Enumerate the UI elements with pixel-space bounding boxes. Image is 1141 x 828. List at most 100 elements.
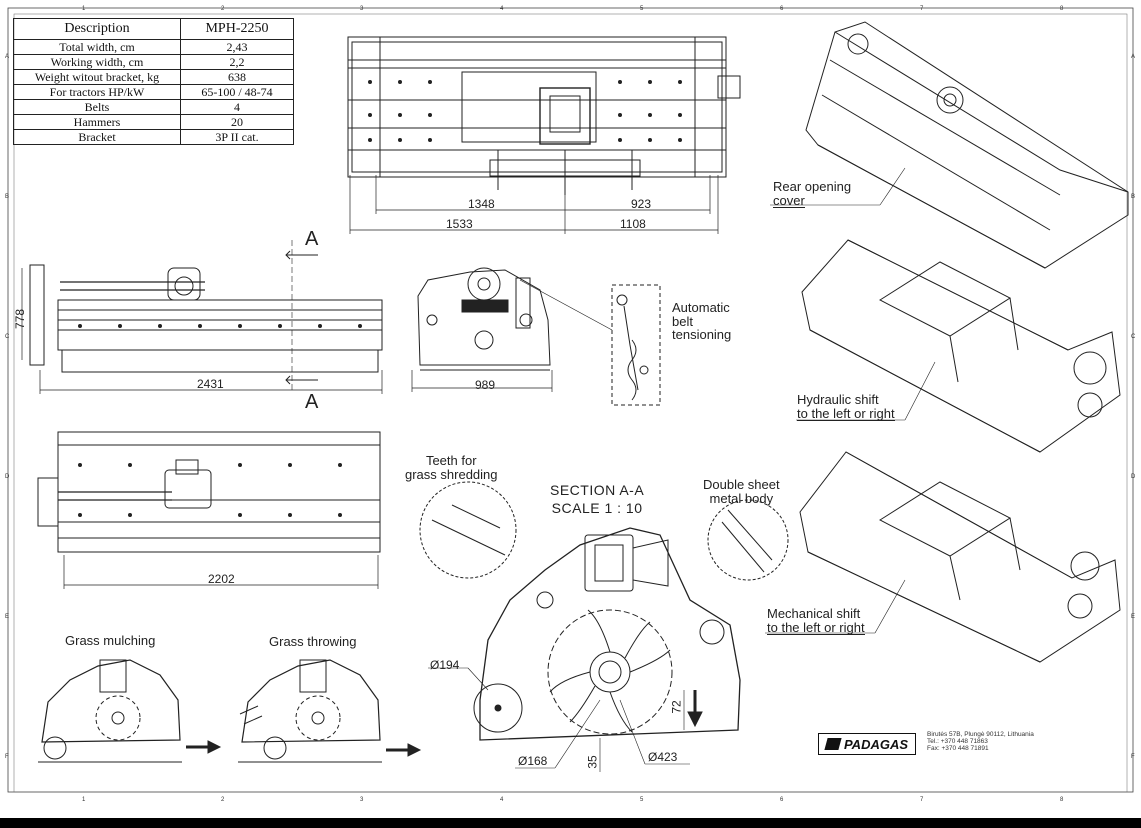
dim-diameter-423: Ø423 (648, 750, 678, 764)
end-view-drawing (411, 267, 613, 392)
dim-2431: 2431 (197, 377, 224, 391)
dim-diameter-194: Ø194 (430, 658, 460, 672)
grid-row-d: D (5, 474, 10, 480)
label-double-sheet-line2: metal body (709, 490, 774, 506)
spec-value: 638 (180, 69, 294, 85)
grid-col-7-bottom: 7 (920, 797, 924, 803)
table-row: For tractors HP/kW 65-100 / 48-74 (13, 84, 294, 100)
spec-label: Working width, cm (13, 54, 181, 70)
label-grass-throwing: Grass throwing (269, 634, 357, 649)
spec-header-description: Description (13, 18, 181, 40)
spec-table: Description MPH-2250 Total width, cm 2,4… (13, 18, 294, 145)
grid-col-5-bottom: 5 (640, 797, 644, 803)
label-rear-opening: Rear opening cover (773, 180, 851, 209)
padagas-logo-text: PADAGAS (843, 736, 909, 752)
label-rear-opening-line2: cover (773, 192, 805, 209)
label-automatic-belt-line2: belt (672, 313, 693, 329)
label-automatic-belt-line1: Automatic (672, 300, 730, 315)
grid-col-2-bottom: 2 (221, 797, 225, 803)
dim-989: 989 (475, 378, 496, 392)
grid-col-2: 2 (221, 6, 225, 12)
spec-value: 2,2 (180, 54, 294, 70)
table-row: Weight witout bracket, kg 638 (13, 69, 294, 85)
dim-1533: 1533 (446, 217, 473, 231)
spec-value: 4 (180, 99, 294, 115)
label-section-a-a: SECTION A-A SCALE 1 : 10 (550, 483, 644, 515)
padagas-logo-icon (824, 738, 842, 750)
grid-col-6-bottom: 6 (780, 797, 784, 803)
label-double-sheet: Double sheet metal body (703, 478, 780, 505)
address-line-3: Fax: +370 448 71891 (927, 745, 989, 752)
company-address: Birutės 57B, Plungė 90112, Lithuania Tel… (927, 731, 1034, 752)
section-mark-a-top: A (305, 228, 319, 250)
label-automatic-belt: Automatic belt tensioning (672, 301, 731, 342)
spec-header-model: MPH-2250 (180, 18, 294, 40)
dim-72: 72 (669, 700, 684, 714)
label-double-sheet-line1: Double sheet (703, 477, 780, 492)
dim-1108: 1108 (620, 217, 646, 231)
grid-row-d-right: D (1131, 474, 1136, 480)
spec-value: 3P II cat. (180, 129, 294, 145)
address-line-1: Birutės 57B, Plungė 90112, Lithuania (927, 731, 1034, 738)
padagas-logo: PADAGAS (818, 733, 916, 755)
label-teeth-line1: Teeth for (425, 453, 477, 468)
dim-diameter-168: Ø168 (518, 754, 548, 768)
table-row: Total width, cm 2,43 (13, 39, 294, 55)
section-mark-a-bottom: A (305, 391, 319, 413)
label-mechanical-shift-line2: to the left or right (767, 619, 865, 636)
grid-col-3: 3 (360, 6, 364, 12)
grid-col-5: 5 (640, 6, 644, 12)
spec-label: For tractors HP/kW (13, 84, 181, 100)
spec-label: Belts (13, 99, 181, 115)
label-hydraulic-shift-line2: to the left or right (797, 405, 895, 422)
grid-row-c-right: C (1131, 334, 1136, 340)
grid-row-f: F (5, 754, 9, 760)
top-view-drawing (347, 36, 741, 234)
spec-label: Hammers (13, 114, 181, 130)
iso-view-hydraulic-shift (796, 239, 1121, 453)
grid-row-b-right: B (1131, 194, 1136, 200)
table-row: Bracket 3P II cat. (13, 129, 294, 145)
grid-row-c: C (5, 334, 10, 340)
grid-col-1: 1 (82, 6, 86, 12)
label-section-title: SECTION A-A (550, 482, 645, 498)
table-row: Hammers 20 (13, 114, 294, 130)
iso-view-rear-cover (770, 21, 1129, 269)
spec-label: Bracket (13, 129, 181, 145)
label-hydraulic-shift: Hydraulic shift to the left or right (797, 392, 895, 422)
grid-col-8-bottom: 8 (1060, 797, 1064, 803)
label-section-scale: SCALE 1 : 10 (551, 499, 643, 516)
spec-value: 65-100 / 48-74 (180, 84, 294, 100)
grid-col-6: 6 (780, 6, 784, 12)
front-view-drawing (37, 431, 381, 589)
spec-value: 2,43 (180, 39, 294, 55)
grid-col-1-bottom: 1 (82, 797, 86, 803)
grid-row-a: A (5, 54, 10, 60)
grid-col-8: 8 (1060, 6, 1064, 12)
section-a-a-drawing (419, 481, 789, 772)
dim-35: 35 (585, 755, 600, 769)
label-teeth: Teeth for grass shredding (405, 454, 498, 481)
spec-table-header: Description MPH-2250 (13, 18, 294, 40)
label-grass-mulching: Grass mulching (65, 633, 156, 648)
grid-row-e-right: E (1131, 614, 1136, 620)
grid-col-7: 7 (920, 6, 924, 12)
address-line-2: Tel.: +370 448 71863 (927, 738, 988, 745)
label-mechanical-shift: Mechanical shift to the left or right (767, 607, 865, 636)
table-row: Belts 4 (13, 99, 294, 115)
grass-throwing-drawing (238, 659, 422, 763)
grid-row-f-right: F (1131, 754, 1135, 760)
grid-col-4: 4 (500, 6, 504, 12)
grid-row-b: B (5, 194, 10, 200)
bottom-black-bar (0, 818, 1141, 828)
grid-row-a-right: A (1131, 54, 1136, 60)
dim-923: 923 (631, 197, 652, 211)
label-hydraulic-shift-line1: Hydraulic shift (797, 392, 879, 407)
dim-1348: 1348 (468, 197, 495, 211)
dim-778: 778 (13, 308, 28, 330)
belt-tensioner-detail (611, 284, 661, 406)
label-automatic-belt-line3: tensioning (672, 327, 732, 343)
label-teeth-line2: grass shredding (405, 466, 498, 482)
spec-label: Weight witout bracket, kg (13, 69, 181, 85)
